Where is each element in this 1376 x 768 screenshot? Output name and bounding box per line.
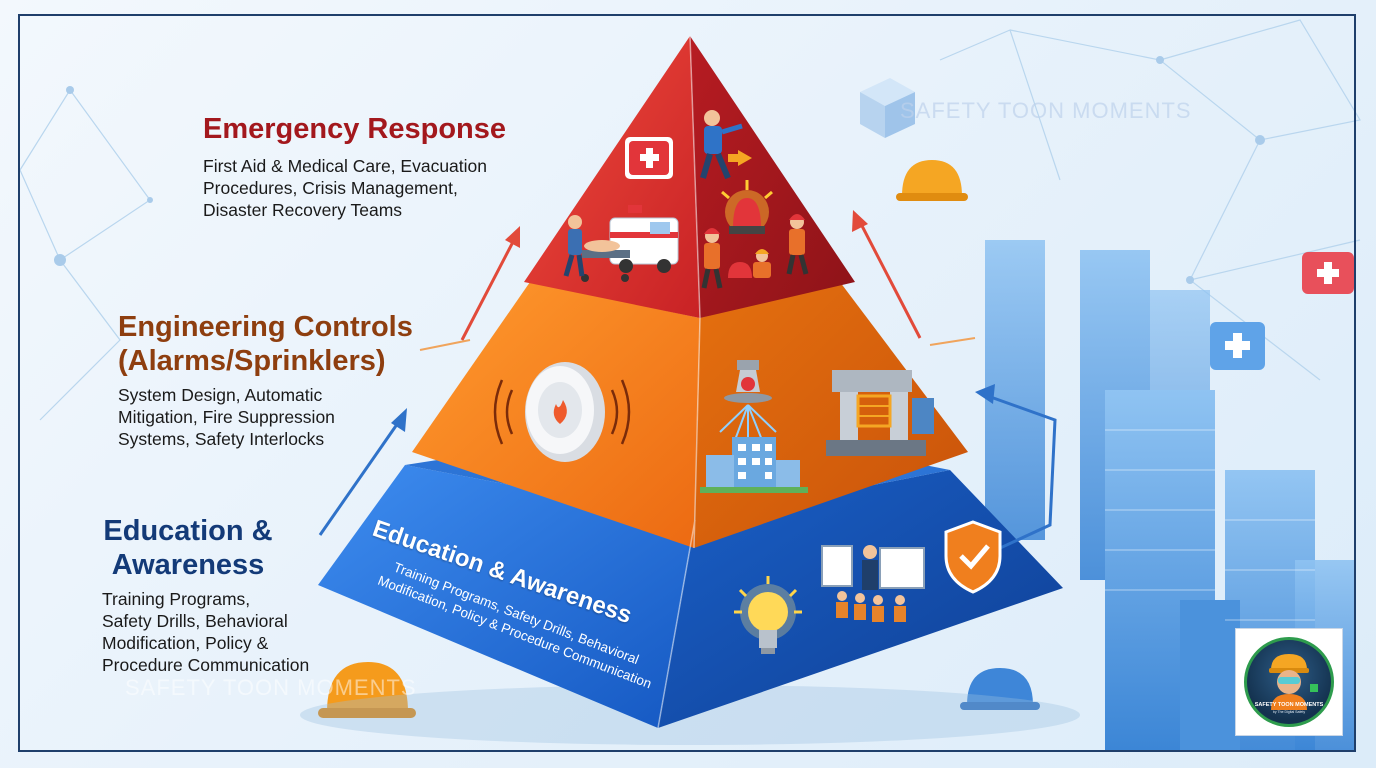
tier-description-emergency: First Aid & Medical Care, Evacuation Pro… xyxy=(203,156,488,220)
hard-hat-icon xyxy=(318,662,416,718)
mascot-icon xyxy=(1269,654,1318,710)
logo-badge: SAFETY TOON MOMENTS by The Digital Safet… xyxy=(1244,637,1334,727)
logo-text: SAFETY TOON MOMENTS xyxy=(1254,702,1324,708)
classroom-training-icon xyxy=(821,545,925,622)
firefighter-icon xyxy=(786,214,809,275)
hard-hat-icon xyxy=(896,160,968,201)
tier-description-education: Training Programs, Safety Drills, Behavi… xyxy=(102,589,310,675)
lightbulb-icon xyxy=(734,576,802,654)
arrow-up-icon xyxy=(852,210,922,339)
tier-title-education: Education & Awareness xyxy=(103,515,273,581)
arrow-up-icon xyxy=(460,226,520,341)
decorative-cube xyxy=(860,78,915,138)
watermark-text: SAFETY TOON MOMENTS xyxy=(900,98,1192,123)
firefighter-icon xyxy=(701,228,723,289)
evacuating-person-icon xyxy=(700,110,752,180)
shield-check-icon xyxy=(944,520,1002,594)
arrow-up-icon xyxy=(975,384,1057,557)
first-aid-kit-icon xyxy=(1210,322,1265,370)
tier-description-engineering: System Design, Automatic Mitigation, Fir… xyxy=(118,385,335,449)
brand-logo: SAFETY TOON MOMENTS by The Digital Safet… xyxy=(1235,628,1343,736)
first-aid-kit-icon xyxy=(625,137,673,179)
stretcher-icon xyxy=(563,215,630,282)
firefighter-icon xyxy=(728,249,771,278)
building-icon xyxy=(700,437,808,493)
tier-title-emergency: Emergency Response xyxy=(203,113,507,145)
pyramid-edges xyxy=(657,35,701,729)
smoke-alarm-icon xyxy=(493,362,631,462)
watermark-text: SAFETY TOON MOMENTS xyxy=(125,675,417,700)
tier-emergency xyxy=(524,36,855,318)
connector-line xyxy=(419,337,976,351)
sprinkler-icon xyxy=(719,360,777,442)
machine-guard-icon xyxy=(826,370,934,456)
network-nodes xyxy=(54,56,1265,284)
first-aid-kit-icon xyxy=(1302,252,1354,294)
logo-subtext: by The Digital Safety xyxy=(1272,710,1306,714)
tier-title-engineering: Engineering Controls (Alarms/Sprinklers) xyxy=(118,311,413,377)
hard-hat-icon xyxy=(960,668,1040,710)
warning-beacon-icon xyxy=(721,180,773,234)
arrow-up-icon xyxy=(318,408,407,536)
